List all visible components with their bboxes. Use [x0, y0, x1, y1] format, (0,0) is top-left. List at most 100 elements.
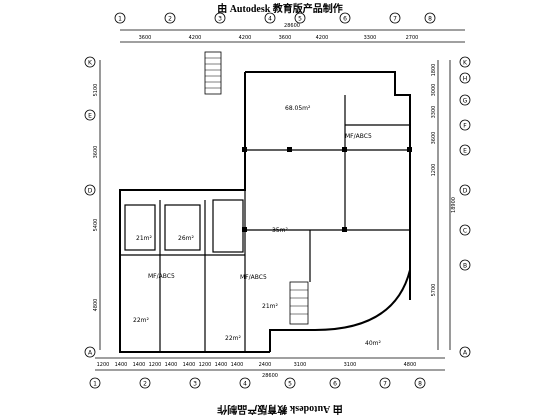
grid-axis-left-D: D [84, 184, 96, 196]
dim-bottom-total: 28600 [262, 373, 278, 379]
dim-bottom-seg: 3100 [344, 362, 357, 368]
extinguisher-label-1: MF/ABC5 [345, 133, 372, 140]
svg-text:1: 1 [93, 381, 97, 388]
room-area-5: 21m² [262, 303, 278, 310]
extinguisher-label-2: MF/ABC5 [148, 273, 175, 280]
room-area-hall: 35m² [272, 227, 288, 234]
grid-axis-bottom-4: 4 [239, 377, 251, 389]
dim-bottom-seg: 2400 [259, 362, 272, 368]
dim-bottom-seg: 1400 [183, 362, 196, 368]
dim-bottom-seg: 1400 [133, 362, 146, 368]
grid-axis-bottom-8: 8 [414, 377, 426, 389]
dim-right-seg: 3000 [431, 84, 437, 97]
stair-block [204, 51, 222, 95]
dim-left-seg: 3600 [93, 146, 99, 159]
grid-axis-right-K: K [459, 56, 471, 68]
dim-right-seg: 3300 [431, 106, 437, 119]
dim-bottom-seg: 3100 [294, 362, 307, 368]
grid-axis-right-E: E [459, 144, 471, 156]
svg-text:D: D [463, 188, 468, 195]
grid-axis-top-6: 6 [339, 12, 351, 24]
wall-curve [314, 269, 411, 331]
room-area-2: 26m² [178, 235, 194, 242]
grid-axis-top-7: 7 [389, 12, 401, 24]
svg-text:E: E [88, 113, 92, 120]
grid-axis-top-2: 2 [164, 12, 176, 24]
dim-bottom-seg: 1400 [165, 362, 178, 368]
wall-south-right [269, 329, 315, 352]
svg-text:2: 2 [143, 381, 147, 388]
svg-text:1: 1 [118, 16, 122, 23]
grid-axis-right-H: H [459, 72, 471, 84]
svg-text:C: C [463, 228, 467, 235]
svg-text:4: 4 [243, 381, 247, 388]
grid-axis-left-K: K [84, 56, 96, 68]
extinguisher-label-3: MF/ABC5 [240, 274, 267, 281]
svg-text:3: 3 [218, 16, 222, 23]
column [407, 147, 412, 152]
dim-top-seg: 4200 [189, 35, 202, 41]
dim-top-seg: 3600 [279, 35, 292, 41]
dim-right-seg: 3600 [431, 132, 437, 145]
watermark-top: 由 Autodesk 教育版产品制作 [217, 4, 343, 15]
svg-text:H: H [463, 76, 468, 83]
wall-north-block [119, 72, 270, 353]
column [342, 147, 347, 152]
toilet-block [212, 199, 244, 253]
svg-text:5: 5 [298, 16, 302, 23]
column [242, 227, 247, 232]
wall-north-top [245, 71, 411, 230]
svg-text:6: 6 [333, 381, 337, 388]
dim-top-seg: 3300 [364, 35, 377, 41]
svg-text:8: 8 [418, 381, 422, 388]
dim-bottom-seg: 1200 [97, 362, 110, 368]
dim-bottom-seg: 4800 [404, 362, 417, 368]
dim-right-seg: 5700 [431, 284, 437, 297]
room-area-curve: 40m² [365, 340, 381, 347]
svg-text:4: 4 [268, 16, 272, 23]
dim-right-seg: 1800 [431, 64, 437, 77]
stair-block-south [289, 281, 309, 325]
grid-axis-bottom-5: 5 [284, 377, 296, 389]
room-area-1: 21m² [136, 235, 152, 242]
grid-axis-bottom-1: 1 [89, 377, 101, 389]
grid-axis-top-8: 8 [424, 12, 436, 24]
svg-text:K: K [88, 60, 93, 67]
room-area-4: 22m² [225, 335, 241, 342]
room-2-frame [164, 204, 201, 251]
grid-axis-top-3: 3 [214, 12, 226, 24]
svg-text:B: B [463, 263, 467, 270]
grid-axis-top-4: 4 [264, 12, 276, 24]
dim-top-seg: 2700 [406, 35, 419, 41]
grid-axis-right-C: C [459, 224, 471, 236]
dim-bottom-seg: 1200 [149, 362, 162, 368]
dim-right-total: 18900 [451, 197, 457, 213]
room-area-office: 68.05m² [285, 105, 311, 112]
grid-axis-bottom-2: 2 [139, 377, 151, 389]
dim-top-total: 28600 [284, 23, 300, 29]
svg-text:7: 7 [383, 381, 387, 388]
grid-axis-right-F: F [459, 119, 471, 131]
svg-text:5: 5 [288, 381, 292, 388]
dim-left-seg: 4800 [93, 299, 99, 312]
column [242, 147, 247, 152]
svg-text:2: 2 [168, 16, 172, 23]
grid-axis-top-1: 1 [114, 12, 126, 24]
dim-bottom-seg: 1400 [215, 362, 228, 368]
svg-text:E: E [463, 148, 467, 155]
grid-axis-right-A: A [459, 346, 471, 358]
grid-axis-right-G: G [459, 94, 471, 106]
dim-left-seg: 5400 [93, 219, 99, 232]
dim-bottom-seg: 1200 [199, 362, 212, 368]
grid-axis-bottom-6: 6 [329, 377, 341, 389]
grid-axis-left-A: A [84, 346, 96, 358]
column [342, 227, 347, 232]
svg-text:7: 7 [393, 16, 397, 23]
svg-text:A: A [463, 350, 468, 357]
grid-axis-left-E: E [84, 109, 96, 121]
svg-text:A: A [88, 350, 93, 357]
room-1-frame [124, 204, 156, 251]
svg-text:8: 8 [428, 16, 432, 23]
